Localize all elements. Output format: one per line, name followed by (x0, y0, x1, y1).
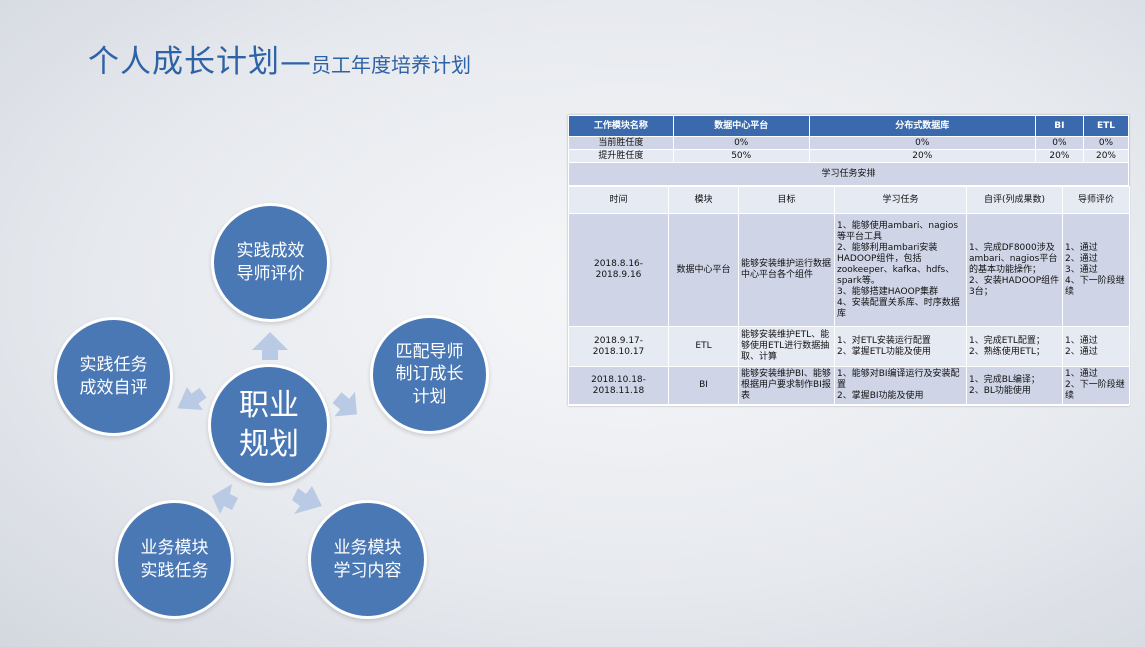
header-distributed-db: 分布式数据库 (808, 115, 1036, 137)
table-row: 学习任务安排 (568, 162, 1129, 186)
header-data-center: 数据中心平台 (672, 115, 810, 137)
row-module: ETL (668, 326, 739, 367)
node-left-label: 实践任务 成效自评 (79, 355, 148, 398)
current-bi: 0% (1034, 136, 1084, 150)
arrow-right (332, 391, 357, 417)
table-row: 当前胜任度 0% 0% 0% 0% (568, 136, 1130, 150)
table-row: 2018.10.18- 2018.11.18 BI 能够安装维护BI、能够根据用… (568, 366, 1130, 405)
cycle-arrows (177, 332, 357, 514)
col-tasks: 学习任务 (834, 186, 967, 214)
row-module: 数据中心平台 (668, 213, 739, 327)
node-mentor-evaluation: 实践成效 导师评价 (211, 203, 330, 322)
header-bi: BI (1034, 115, 1084, 137)
row-time: 2018.8.16- 2018.9.16 (568, 213, 669, 327)
header-etl: ETL (1082, 115, 1130, 137)
row-self-eval: 1、完成BL编译； 2、BL功能使用 (966, 366, 1063, 405)
row-tasks: 1、对ETL安装运行配置 2、掌握ETL功能及使用 (834, 326, 967, 367)
arrow-down-right (292, 486, 322, 514)
title-subtitle: 员工年度培养计划 (311, 53, 471, 77)
row-goal: 能够安装维护ETL、能够使用ETL进行数据抽取、计算 (738, 326, 835, 367)
arrow-left (177, 387, 207, 411)
node-career-planning: 职业 规划 (208, 364, 330, 486)
current-distributed-db: 0% (808, 136, 1036, 150)
section-title: 学习任务安排 (568, 162, 1129, 186)
row-tasks: 1、能够使用ambari、nagios等平台工具 2、能够利用ambari安装H… (834, 213, 967, 327)
page-title: 个人成长计划—员工年度培养计划 (88, 36, 471, 81)
current-label: 当前胜任度 (568, 136, 674, 150)
node-bottom-left-label: 业务模块 实践任务 (140, 538, 209, 581)
col-time: 时间 (568, 186, 669, 214)
node-right-label: 匹配导师 制订成长 计划 (395, 342, 464, 407)
target-distributed-db: 20% (808, 149, 1036, 163)
node-growth-plan: 匹配导师 制订成长 计划 (370, 315, 489, 434)
current-data-center: 0% (672, 136, 810, 150)
col-self-eval: 自评(列成果数) (966, 186, 1063, 214)
col-module: 模块 (668, 186, 739, 214)
row-goal: 能够安装维护BI、能够根据用户要求制作BI报表 (738, 366, 835, 405)
row-module: BI (668, 366, 739, 405)
center-label: 职业 规划 (239, 388, 299, 462)
row-time: 2018.9.17- 2018.10.17 (568, 326, 669, 367)
target-etl: 20% (1082, 149, 1130, 163)
node-bottom-right-label: 业务模块 学习内容 (333, 538, 402, 581)
row-goal: 能够安装维护运行数据中心平台各个组件 (738, 213, 835, 327)
node-top-label: 实践成效 导师评价 (236, 241, 305, 284)
node-learning-content: 业务模块 学习内容 (308, 500, 427, 619)
row-self-eval: 1、完成ETL配置； 2、熟练使用ETL； (966, 326, 1063, 367)
arrow-down-left (212, 484, 238, 514)
node-practice-tasks: 业务模块 实践任务 (115, 500, 234, 619)
table-row: 2018.8.16- 2018.9.16 数据中心平台 能够安装维护运行数据中心… (568, 213, 1130, 327)
table-row: 时间 模块 目标 学习任务 自评(列成果数) 导师评价 (568, 186, 1130, 214)
row-self-eval: 1、完成DF8000涉及ambari、nagios平台的基本功能操作； 2、安装… (966, 213, 1063, 327)
arrow-up (252, 332, 288, 360)
title-dash: — (280, 44, 311, 80)
row-mentor-eval: 1、通过 2、下一阶段继续 (1062, 366, 1130, 405)
row-mentor-eval: 1、通过 2、通过 3、通过 4、下一阶段继续 (1062, 213, 1130, 327)
table-row: 提升胜任度 50% 20% 20% 20% (568, 149, 1130, 163)
header-module-name: 工作模块名称 (568, 115, 674, 137)
table-row: 2018.9.17- 2018.10.17 ETL 能够安装维护ETL、能够使用… (568, 326, 1130, 367)
row-mentor-eval: 1、通过 2、通过 (1062, 326, 1130, 367)
target-bi: 20% (1034, 149, 1084, 163)
title-main: 个人成长计划 (88, 44, 280, 80)
current-etl: 0% (1082, 136, 1130, 150)
row-time: 2018.10.18- 2018.11.18 (568, 366, 669, 405)
col-mentor-eval: 导师评价 (1062, 186, 1130, 214)
node-self-evaluation: 实践任务 成效自评 (54, 317, 173, 436)
row-tasks: 1、能够对BI编译运行及安装配置 2、掌握BI功能及使用 (834, 366, 967, 405)
career-plan-diagram: 实践成效 导师评价 匹配导师 制订成长 计划 业务模块 学习内容 业务模块 实践… (0, 180, 560, 647)
target-label: 提升胜任度 (568, 149, 674, 163)
target-data-center: 50% (672, 149, 810, 163)
training-plan-table: 工作模块名称 数据中心平台 分布式数据库 工作模块名称 数据中心平台 分布式数据… (568, 115, 1130, 406)
col-goal: 目标 (738, 186, 835, 214)
